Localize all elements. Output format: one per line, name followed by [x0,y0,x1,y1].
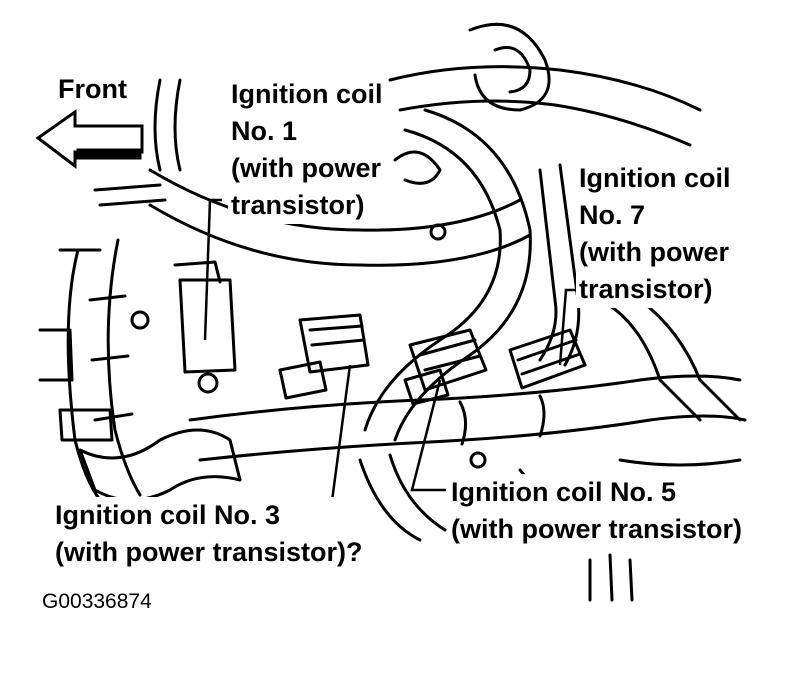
coil-3-ribs [308,324,366,347]
lower-center-hose [358,453,447,542]
coil-3-line-2: (with power transistor)? [55,537,363,567]
coil-7-line-2: No. 7 [579,200,646,230]
coil-7-line-1: Ignition coil [579,163,731,193]
left-hose-band [88,294,134,422]
coil-5-line-1: Ignition coil No. 5 [451,477,676,507]
lower-rail-top [188,374,742,422]
coil-1-line-1: Ignition coil [231,79,383,109]
detail-bolt-2 [130,310,150,330]
top-harness [388,65,702,112]
center-hose-a [363,128,502,432]
coil-5-label: Ignition coil No. 5 (with power transist… [448,474,746,548]
coil-1-top [173,260,222,284]
coil-1-body [178,278,237,374]
right-pipe-a [538,168,558,362]
front-label-text: Front [58,74,127,104]
right-struct-2 [638,298,742,422]
upper-left-tube [153,78,182,172]
left-small-parts [58,183,167,252]
coil-7-label: Ignition coil No. 7 (with power transist… [576,160,734,308]
coil-5-line-2: (with power transistor) [451,514,743,544]
front-arrow [35,109,144,170]
leader-coil-1 [203,198,222,341]
coil-5-ribs [418,338,482,372]
top-harness-2 [398,99,692,147]
detail-bracket [393,150,442,185]
upper-runner-inner [148,203,532,267]
left-clip [38,328,74,382]
coil-1-line-2: No. 1 [231,116,298,146]
coil-7-line-4: transistor) [579,274,713,304]
figure-id: G00336874 [40,590,154,614]
left-hose [66,248,102,502]
coil-3-body [298,313,370,374]
detail-bolt-3 [469,451,487,469]
lower-rail-bottom [198,414,747,462]
right-bottom [618,458,742,467]
coil-3-line-1: Ignition coil No. 3 [55,500,280,530]
coil-1-line-3: (with power [231,153,381,183]
coil-7-body [508,328,587,390]
top-loop [468,22,551,112]
coil-5-plug [403,368,450,406]
coil-1-line-4: transistor) [231,190,365,220]
coil-1-bolt [197,372,219,394]
leader-coil-7 [558,288,580,366]
detail-bolt-1 [429,223,447,241]
top-loop-2 [493,46,532,94]
lower-rail-band [458,394,546,446]
right-struct [598,298,702,422]
leader-coil-5 [410,379,446,492]
coil-3-plug [278,360,328,400]
bottom-right-lines [588,553,634,602]
left-hose-inner [106,238,142,497]
upper-runner [148,168,522,232]
left-block [58,408,114,442]
coil-7-line-3: (with power [579,237,729,267]
coil-3-label: Ignition coil No. 3 (with power transist… [52,497,366,571]
coil-1-label: Ignition coil No. 1 (with power transist… [228,76,386,224]
front-label: Front [56,72,129,106]
coil-7-ribs [516,338,582,376]
